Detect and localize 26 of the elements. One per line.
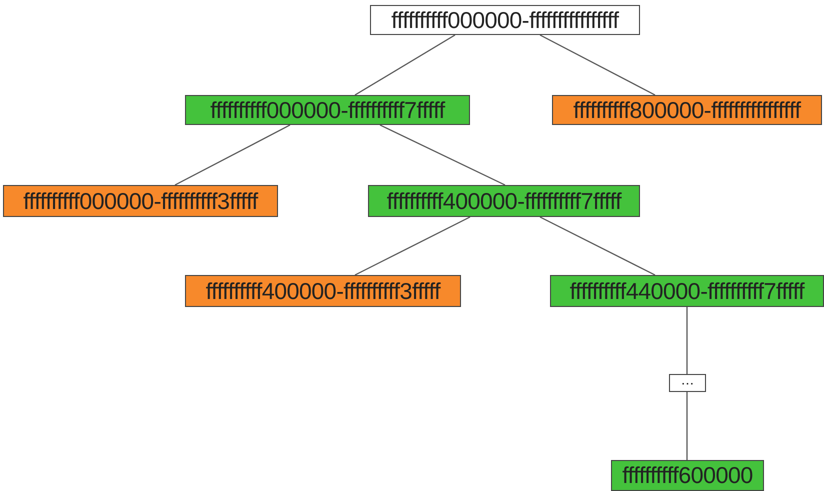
range-box [368, 185, 640, 217]
connector-line [354, 34, 456, 96]
range-label: ffffffffff000000-ffffffffff7fffff [210, 96, 445, 124]
connector-line [686, 392, 688, 460]
range-label: ⋯ [681, 376, 694, 390]
range-box [185, 95, 470, 125]
connector-line [354, 216, 470, 276]
ellipsis-box [669, 374, 706, 392]
connector-line [540, 34, 656, 96]
connector-line [174, 124, 290, 186]
range-label: ffffffffff440000-ffffffffff7fffff [570, 278, 804, 304]
range-box [3, 185, 278, 217]
range-label: ffffffffff400000-ffffffffff3fffff [206, 278, 440, 304]
range-label: ffffffffff000000-ffffffffff3fffff [23, 188, 258, 214]
connector-line [686, 307, 688, 374]
range-label: ffffffffff600000 [622, 462, 753, 489]
connector-line [380, 124, 506, 186]
range-box [370, 5, 640, 35]
range-label: ffffffffff000000-ffffffffffffffff [391, 6, 619, 34]
range-label: ffffffffff800000-ffffffffffffffff [573, 96, 801, 124]
range-box [552, 95, 822, 125]
connector-line [540, 216, 656, 276]
range-box [611, 460, 764, 491]
range-box [185, 275, 461, 307]
range-box [550, 275, 824, 307]
range-label: ffffffffff400000-ffffffffff7fffff [386, 188, 622, 214]
